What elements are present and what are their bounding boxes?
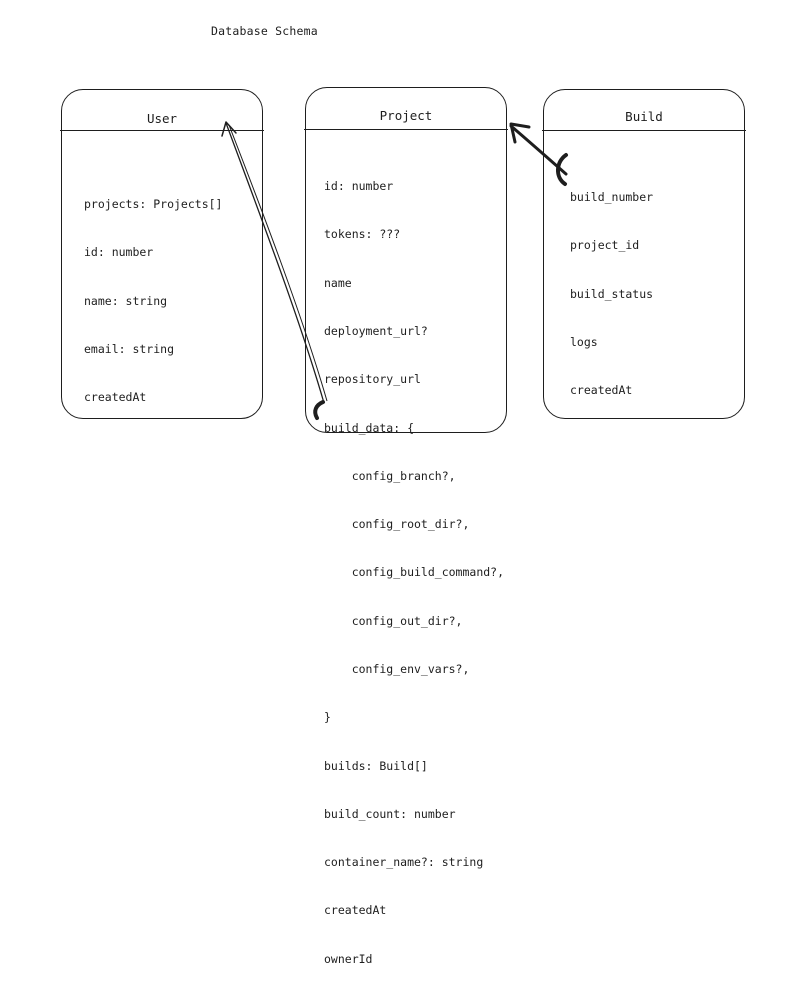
field-createdat: createdAt [84,390,147,405]
entity-project-fields: id: number tokens: ??? name deployment_u… [324,146,504,999]
field-createdat: createdAt [324,903,387,918]
field-config-out-dir: config_out_dir?, [324,613,463,628]
field-id: id: number [84,245,154,260]
field-build-number: build_number [570,190,654,205]
entity-build[interactable]: Build build_number project_id build_stat… [542,89,746,419]
field-tokens: tokens: ??? [324,227,401,242]
field-build-count: build_count: number [324,806,456,821]
field-email: email: string [84,342,175,357]
field-container-name: container_name?: string [324,855,484,870]
field-createdat: createdAt [570,383,633,398]
field-project-id: project_id [570,238,640,253]
entity-build-fields: build_number project_id build_status log… [570,157,653,431]
field-config-build-command: config_build_command?, [324,565,505,580]
field-deployment-url: deployment_url? [324,324,428,339]
field-repository-url: repository_url [324,372,421,387]
entity-user-divider [60,130,264,131]
field-config-branch: config_branch?, [324,468,456,483]
field-ownerid: ownerId [324,951,373,966]
field-build-data-close: } [324,710,331,725]
field-builds: builds: Build[] [324,758,428,773]
entity-user[interactable]: User projects: Projects[] id: number nam… [60,89,264,419]
entity-user-name: User [146,111,178,126]
entity-build-divider [542,130,746,131]
entity-build-name: Build [625,109,663,124]
entity-user-fields: projects: Projects[] id: number name: st… [84,164,222,438]
entity-project-divider [304,129,508,130]
diagram-title: Database Schema [211,24,318,38]
arrowhead-icon [509,122,531,144]
field-config-env-vars: config_env_vars?, [324,662,470,676]
entity-project[interactable]: Project id: number tokens: ??? name depl… [304,87,508,966]
field-build-data: build_data: { [324,420,415,435]
field-name: name: string [84,293,168,308]
field-build-status: build_status [570,286,654,301]
field-id: id: number [324,179,394,194]
entity-project-name: Project [379,108,433,123]
field-logs: logs [570,335,598,350]
field-projects: projects: Projects[] [84,197,223,212]
field-name: name [324,275,352,290]
field-config-root-dir: config_root_dir?, [324,517,470,532]
